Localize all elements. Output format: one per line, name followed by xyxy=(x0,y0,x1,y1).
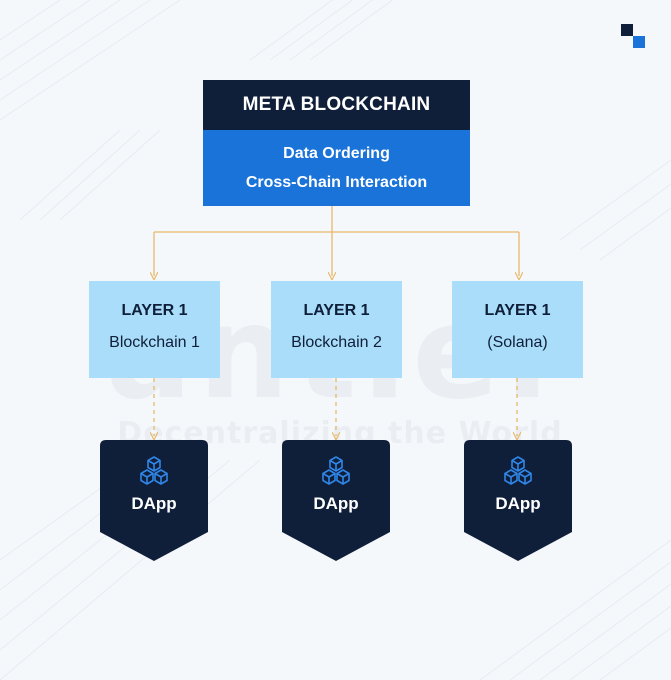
meta-blockchain-title: META BLOCKCHAIN xyxy=(203,80,470,130)
cubes-icon xyxy=(322,456,350,485)
meta-line-data-ordering: Data Ordering xyxy=(283,145,390,162)
meta-blockchain-box: META BLOCKCHAIN Data Ordering Cross-Chai… xyxy=(203,80,470,206)
dapp-label: DApp xyxy=(495,494,541,513)
layer-title: LAYER 1 xyxy=(303,301,370,319)
layer-subtitle: (Solana) xyxy=(487,333,548,351)
meta-line-cross-chain: Cross-Chain Interaction xyxy=(245,174,428,191)
cubes-icon xyxy=(140,456,168,485)
dapp-node-2: DApp xyxy=(282,440,390,561)
layer-title: LAYER 1 xyxy=(121,301,188,319)
layer-subtitle: Blockchain 2 xyxy=(291,333,382,351)
layer-subtitle: Blockchain 1 xyxy=(109,333,200,351)
meta-blockchain-body: Data Ordering Cross-Chain Interaction xyxy=(203,130,470,206)
dapp-node-1: DApp xyxy=(100,440,208,561)
layer-box-1: LAYER 1 Blockchain 1 xyxy=(89,281,220,378)
layer-box-3: LAYER 1 (Solana) xyxy=(452,281,583,378)
dapp-label: DApp xyxy=(131,494,177,513)
layer-box-2: LAYER 1 Blockchain 2 xyxy=(271,281,402,378)
layer-title: LAYER 1 xyxy=(484,301,551,319)
corner-logo-mark xyxy=(621,24,645,48)
dapp-node-3: DApp xyxy=(464,440,572,561)
dapp-label: DApp xyxy=(313,494,359,513)
cubes-icon xyxy=(504,456,532,485)
